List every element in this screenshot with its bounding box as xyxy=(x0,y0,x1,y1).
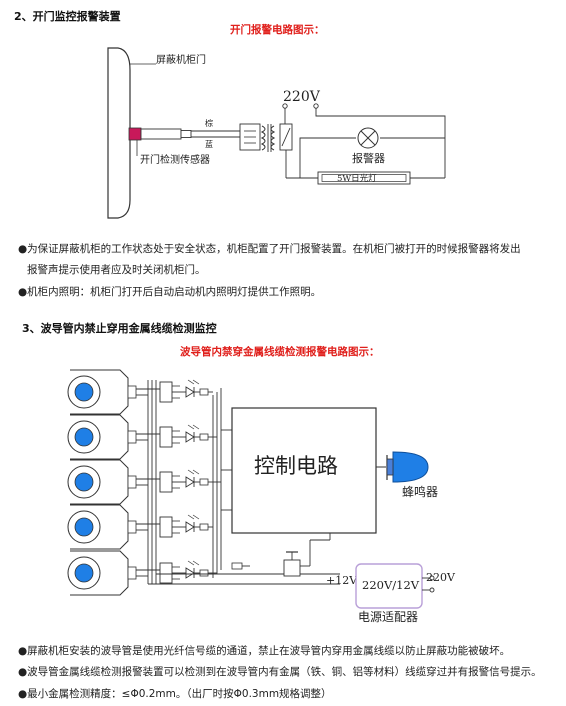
diode-icon xyxy=(185,567,195,579)
diode-icon xyxy=(185,521,195,533)
terminal-block xyxy=(159,516,173,538)
section-title-door-alarm: 2、开门监控报警装置 xyxy=(14,10,121,23)
buzzer-icon xyxy=(392,451,429,483)
diode-icon xyxy=(185,476,195,488)
terminal-block xyxy=(159,562,173,584)
sensor-tip xyxy=(180,130,192,138)
mains-label: 220V xyxy=(426,571,456,584)
detector-sensor-icon xyxy=(74,517,94,537)
diagram-title-waveguide: 波导管内禁穿金属线缆检测报警电路图示： xyxy=(180,346,380,358)
control-circuit-box xyxy=(231,407,377,534)
adapter-label: 电源适配器 xyxy=(358,610,418,624)
wire-brown-label: 棕 xyxy=(205,118,213,128)
cabinet-door-outline xyxy=(107,47,131,219)
bus-right xyxy=(315,108,446,178)
detector-sensor-icon xyxy=(74,382,94,402)
lamp-label: 5W日光灯 xyxy=(337,173,377,184)
adapter-rating: 220V/12V xyxy=(362,578,420,592)
control-circuit-label: 控制电路 xyxy=(254,454,338,478)
waveguide-bullet-1: ●屏蔽机柜安装的波导管是使用光纤信号缆的通道，禁止在波导管内穿用金属线缆以防止屏… xyxy=(18,645,511,657)
terminal-block xyxy=(159,381,173,403)
waveguide-bullet-3: ●最小金属检测精度：≤Φ0.2mm。（出厂时按Φ0.3mm规格调整） xyxy=(18,688,332,700)
relay-coil xyxy=(260,125,266,151)
cabinet-door-label: 屏蔽机柜门 xyxy=(156,53,206,66)
diagram-title-door-alarm: 开门报警电路图示： xyxy=(230,24,325,36)
voltage-label: 220V xyxy=(283,89,321,105)
detector-sensor-icon xyxy=(74,563,94,583)
sensor-label: 开门检测传感器 xyxy=(140,153,210,166)
alarm-label: 报警器 xyxy=(352,151,385,165)
terminal-block xyxy=(159,471,173,493)
power-adapter-box xyxy=(355,563,423,609)
terminal-block xyxy=(159,426,173,448)
diode-icon xyxy=(185,386,195,398)
door-alarm-bullet-1: ●为保证屏蔽机柜的工作状态处于安全状态，机柜配置了开门报警装置。在机柜门被打开的… xyxy=(18,243,521,255)
plus12-label: +12V xyxy=(326,574,358,587)
waveguide-bullet-2: ●波导管金属线缆检测报警装置可以检测到在波导管内有金属（铁、铜、铝等材料）线缆穿… xyxy=(18,666,542,678)
section-title-waveguide: 3、波导管内禁止穿用金属线缆检测监控 xyxy=(22,322,217,335)
relay-box xyxy=(283,559,301,577)
diode-icon xyxy=(185,431,195,443)
door-alarm-bullet-2: ●机柜内照明：机柜门打开后自动启动机内照明灯提供工作照明。 xyxy=(18,286,322,298)
door-alarm-bullet-1-cont: 报警声提示使用者应及时关闭机柜门。 xyxy=(27,264,206,276)
detector-sensor-icon xyxy=(74,427,94,447)
buzzer-label: 蜂鸣器 xyxy=(402,484,438,499)
door-alarm-circuit-diagram: 屏蔽机柜门 开门检测传感器 棕 蓝 220V 报警器 5W日光灯 xyxy=(107,47,446,219)
wire-blue-label: 蓝 xyxy=(205,139,213,149)
detector-sensor-icon xyxy=(74,472,94,492)
